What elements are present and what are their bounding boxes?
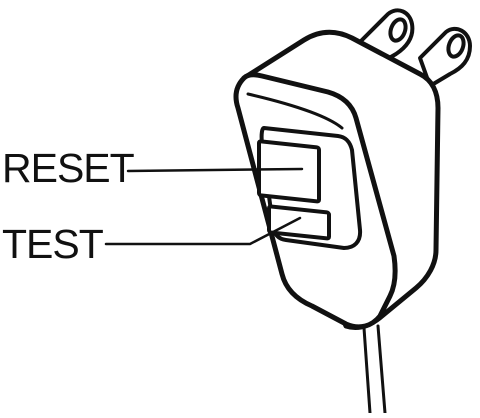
reset-label: RESET	[2, 145, 135, 191]
plug-prong-lower	[418, 26, 472, 88]
power-cord	[362, 324, 387, 415]
reset-leader-line	[126, 167, 304, 173]
test-label: TEST	[2, 221, 104, 267]
test-leader-line	[104, 216, 302, 246]
reset-button	[257, 139, 321, 204]
test-button	[267, 204, 331, 241]
